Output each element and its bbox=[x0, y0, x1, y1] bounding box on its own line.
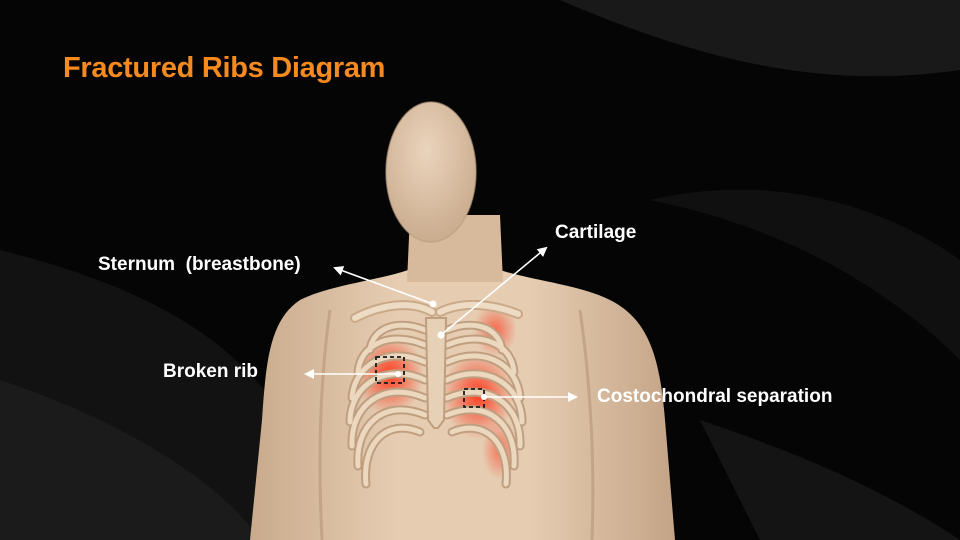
broken-rib-label: Broken rib bbox=[163, 361, 259, 382]
broken-rib-marker bbox=[375, 356, 405, 384]
cartilage-label: Cartilage bbox=[555, 222, 637, 243]
mannequin-figure bbox=[250, 101, 675, 540]
sternum-pointer bbox=[333, 266, 434, 305]
page-title: Fractured Ribs Diagram bbox=[63, 52, 386, 84]
sternum-label: Sternum (breastbone) bbox=[98, 254, 301, 275]
rib-cage bbox=[345, 299, 527, 489]
pointer-lines bbox=[304, 246, 578, 402]
costochondral-label: Costochondral separation bbox=[597, 386, 833, 407]
pointer-dots bbox=[395, 300, 487, 400]
cartilage-pointer bbox=[440, 246, 548, 336]
